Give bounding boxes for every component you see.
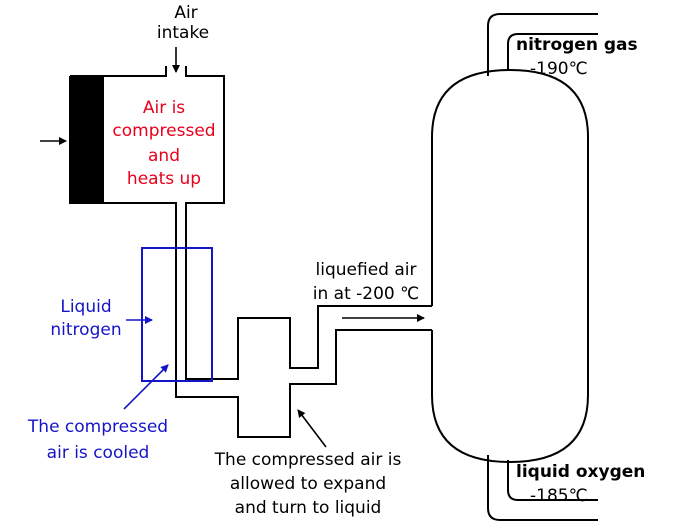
expand-arrow — [297, 409, 327, 448]
coolant-jacket — [141, 247, 213, 382]
compressor-label-1: Air is — [142, 98, 186, 118]
nitrogen-gas-label: nitrogen gas — [516, 35, 638, 55]
compressor-bottom-left — [69, 76, 432, 438]
piston — [71, 77, 104, 203]
compressor-label-3: and — [148, 146, 180, 166]
cooled-label-2: air is cooled — [46, 443, 150, 463]
liquid-oxygen-label: liquid oxygen — [516, 462, 646, 482]
expand-label-2: allowed to expand — [229, 474, 387, 494]
compressor-cylinder — [70, 66, 432, 380]
oxygen-temp-label: -185℃ — [530, 486, 588, 506]
liquid-nitrogen-label-1: Liquid — [60, 297, 112, 317]
expand-label-1: The compressed air is — [214, 450, 402, 470]
nitrogen-temp-label: -190℃ — [530, 59, 588, 79]
air-intake-label-2: intake — [156, 23, 210, 43]
separation-column — [431, 68, 589, 464]
compressor-label-2: compressed — [112, 121, 216, 141]
liquid-nitrogen-label-2: nitrogen — [50, 320, 122, 340]
liquefied-label-1: liquefied air — [315, 260, 417, 280]
cooled-arrow — [123, 364, 169, 410]
oxygen-outlet-pipe — [487, 455, 598, 521]
expand-label-3: and turn to liquid — [234, 498, 382, 518]
liquefied-label-2: in at -200 ℃ — [312, 284, 420, 304]
cooled-label-1: The compressed — [27, 417, 169, 437]
air-intake-label-1: Air — [174, 3, 198, 23]
nitrogen-outlet-pipe — [487, 13, 598, 76]
compressor-label-4: heats up — [126, 169, 202, 189]
